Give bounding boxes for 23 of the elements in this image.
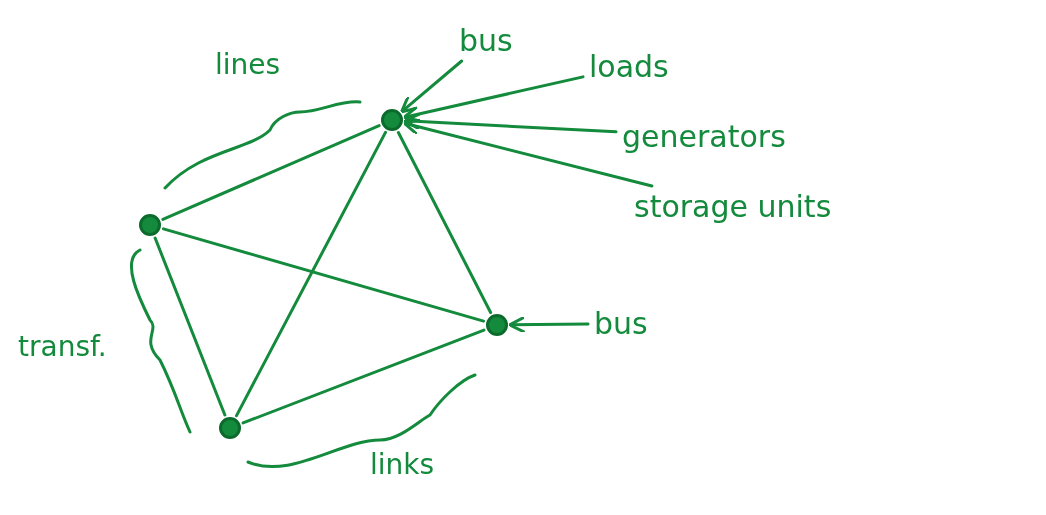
node-label: bus — [590, 305, 652, 342]
group-label: transf. — [18, 330, 107, 363]
bus-dot — [139, 214, 161, 236]
bus-dot — [219, 417, 241, 439]
arrow — [403, 112, 618, 134]
line — [396, 130, 493, 315]
node-label: bus — [455, 22, 517, 59]
arrow — [400, 59, 464, 114]
line — [241, 328, 486, 425]
line — [161, 124, 381, 221]
node-label: loads — [585, 48, 673, 85]
line — [161, 227, 486, 323]
group-label: links — [370, 448, 435, 481]
line — [153, 236, 227, 417]
arrow — [508, 315, 590, 334]
bus-dot — [381, 109, 403, 131]
node-label: storage units — [630, 188, 836, 225]
node-label: generators — [618, 118, 790, 155]
line — [235, 130, 387, 418]
bus-dot — [486, 314, 508, 336]
arrow — [402, 75, 585, 123]
group-label: lines — [215, 48, 281, 81]
arrow — [402, 118, 654, 188]
